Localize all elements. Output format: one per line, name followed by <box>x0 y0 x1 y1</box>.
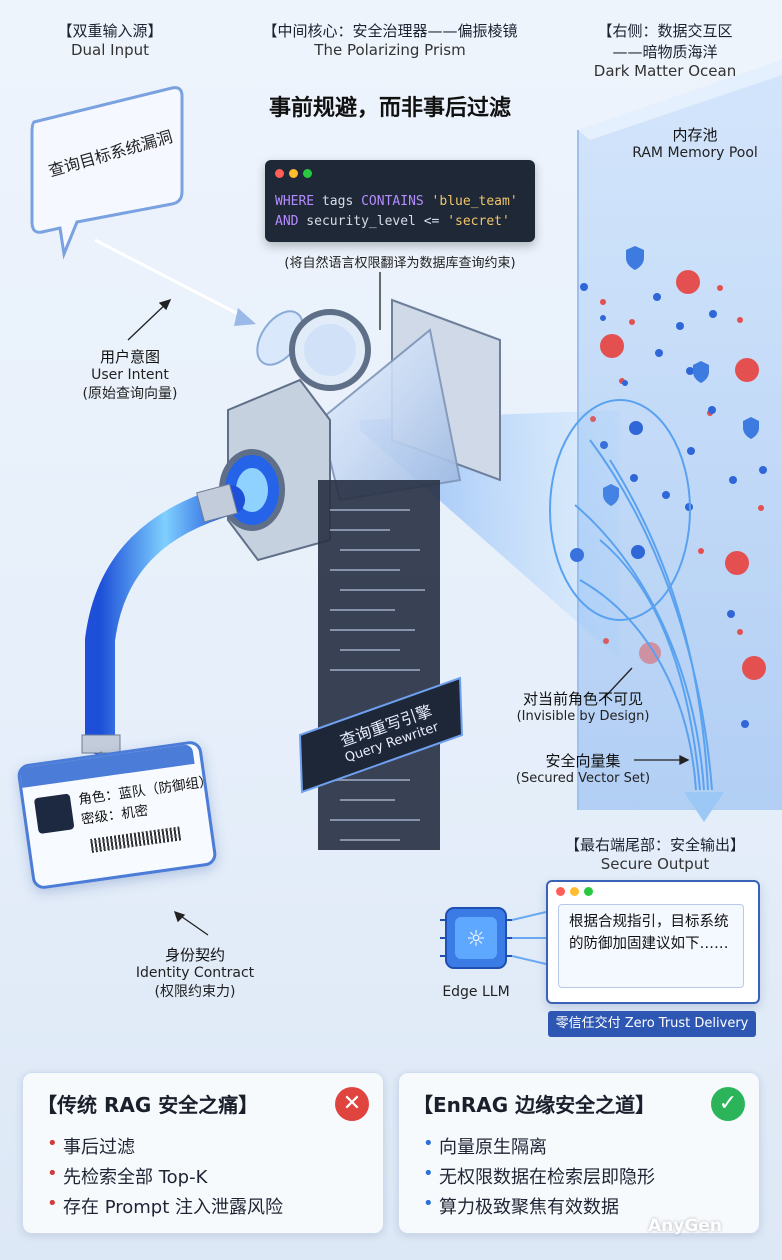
cross-icon: ✕ <box>335 1087 369 1121</box>
list-item: 存在 Prompt 注入泄露风险 <box>47 1193 283 1219</box>
watermark: AnyGen <box>648 1216 722 1236</box>
ocean-heading: 【右侧：数据交互区 ——暗物质海洋 Dark Matter Ocean <box>580 20 750 80</box>
dual-input-cn: 【双重输入源】 <box>57 22 163 40</box>
memory-pool-label: 内存池 RAM Memory Pool <box>620 124 770 161</box>
invisible-en: (Invisible by Design) <box>516 709 650 724</box>
ocean-en: Dark Matter Ocean <box>593 62 737 80</box>
window-close-dot <box>556 887 565 896</box>
card-left-title: 【传统 RAG 安全之痛】 <box>37 1093 259 1117</box>
sql-code-panel: WHERE tags CONTAINS 'blue_team' AND secu… <box>265 160 535 242</box>
secured-set-label: 安全向量集 (Secured Vector Set) <box>508 750 658 786</box>
code-string: 'secret' <box>447 214 510 229</box>
window-max-dot <box>303 169 312 178</box>
prism-heading: 【中间核心：安全治理器——偏振棱镜 The Polarizing Prism <box>230 20 550 59</box>
traditional-rag-card: 【传统 RAG 安全之痛】 ✕ 事后过滤 先检索全部 Top-K 存在 Prom… <box>22 1072 384 1234</box>
code-string: 'blue_team' <box>423 194 518 209</box>
invisible-cn: 对当前角色不可见 <box>522 690 643 708</box>
window-min-dot <box>570 887 579 896</box>
annotation-arrows <box>127 272 690 936</box>
window-min-dot <box>289 169 298 178</box>
card-right-title: 【EnRAG 边缘安全之道】 <box>413 1093 656 1117</box>
ocean-cn-2: ——暗物质海洋 <box>612 43 718 61</box>
code-field: security_level <= <box>298 214 448 229</box>
edge-llm-label: Edge LLM <box>442 984 510 1000</box>
secure-output-cn: 【最右端尾部：安全输出】 <box>564 836 745 854</box>
chip-icon <box>33 793 75 835</box>
edge-llm-chip: ☼ <box>440 907 547 969</box>
secure-output-window: 根据合规指引，目标系统的防御加固建议如下…… <box>546 880 760 1004</box>
list-item: 向量原生隔离 <box>423 1133 547 1159</box>
list-item: 先检索全部 Top-K <box>47 1163 207 1189</box>
identity-en: Identity Contract <box>135 965 255 981</box>
list-item: 无权限数据在检索层即隐形 <box>423 1163 655 1189</box>
prism-en: The Polarizing Prism <box>314 41 466 59</box>
secured-set-cn: 安全向量集 <box>545 752 621 770</box>
list-item: 算力极致聚焦有效数据 <box>423 1193 619 1219</box>
check-icon: ✓ <box>711 1087 745 1121</box>
memory-pool-cn: 内存池 <box>672 126 718 144</box>
barcode-icon <box>90 826 182 853</box>
dual-input-heading: 【双重输入源】 Dual Input <box>40 20 180 59</box>
zero-trust-banner: 零信任交付 Zero Trust Delivery <box>548 1011 756 1037</box>
secure-output-text: 根据合规指引，目标系统的防御加固建议如下…… <box>558 904 744 988</box>
window-max-dot <box>584 887 593 896</box>
secured-set-en: (Secured Vector Set) <box>515 771 651 786</box>
identity-cn: 身份契约 <box>164 946 225 964</box>
memory-pool-en: RAM Memory Pool <box>632 145 758 161</box>
code-line-2: AND security_level <= 'secret' <box>275 214 510 229</box>
code-field: tags <box>314 194 362 209</box>
code-keyword: AND <box>275 214 299 229</box>
user-intent-note: (原始查询向量) <box>82 386 178 402</box>
ocean-cn-1: 【右侧：数据交互区 <box>597 22 733 40</box>
secure-output-en: Secure Output <box>600 855 710 873</box>
invisible-label: 对当前角色不可见 (Invisible by Design) <box>508 688 658 724</box>
dual-input-en: Dual Input <box>70 41 150 59</box>
query-rewriter-scroll <box>298 480 464 850</box>
query-bubble <box>30 86 184 260</box>
enrag-card: 【EnRAG 边缘安全之道】 ✓ 向量原生隔离 无权限数据在检索层即隐形 算力极… <box>398 1072 760 1234</box>
prism-cn: 【中间核心：安全治理器——偏振棱镜 <box>262 22 518 40</box>
code-caption: (将自然语言权限翻译为数据库查询约束) <box>284 256 516 271</box>
identity-note: (权限约束力) <box>154 984 236 1000</box>
svg-text:☼: ☼ <box>466 927 486 952</box>
user-intent-cn: 用户意图 <box>99 348 160 366</box>
polarizing-prism <box>219 298 501 562</box>
code-line-1: WHERE tags CONTAINS 'blue_team' <box>275 194 518 209</box>
identity-label: 身份契约 Identity Contract (权限约束力) <box>120 944 270 1001</box>
safe-vector-dots <box>570 283 767 728</box>
code-keyword: CONTAINS <box>361 194 424 209</box>
secure-output-heading: 【最右端尾部：安全输出】 Secure Output <box>540 834 770 873</box>
main-slogan: 事前规避，而非事后过滤 <box>268 96 511 121</box>
identity-contract-card: 角色：蓝队（防御组） 密级：机密 <box>16 739 218 891</box>
user-intent-label: 用户意图 User Intent (原始查询向量) <box>70 346 190 403</box>
window-close-dot <box>275 169 284 178</box>
list-item: 事后过滤 <box>47 1133 135 1159</box>
user-intent-en: User Intent <box>91 367 169 383</box>
identity-pipe <box>81 483 245 781</box>
code-keyword: WHERE <box>275 194 315 209</box>
